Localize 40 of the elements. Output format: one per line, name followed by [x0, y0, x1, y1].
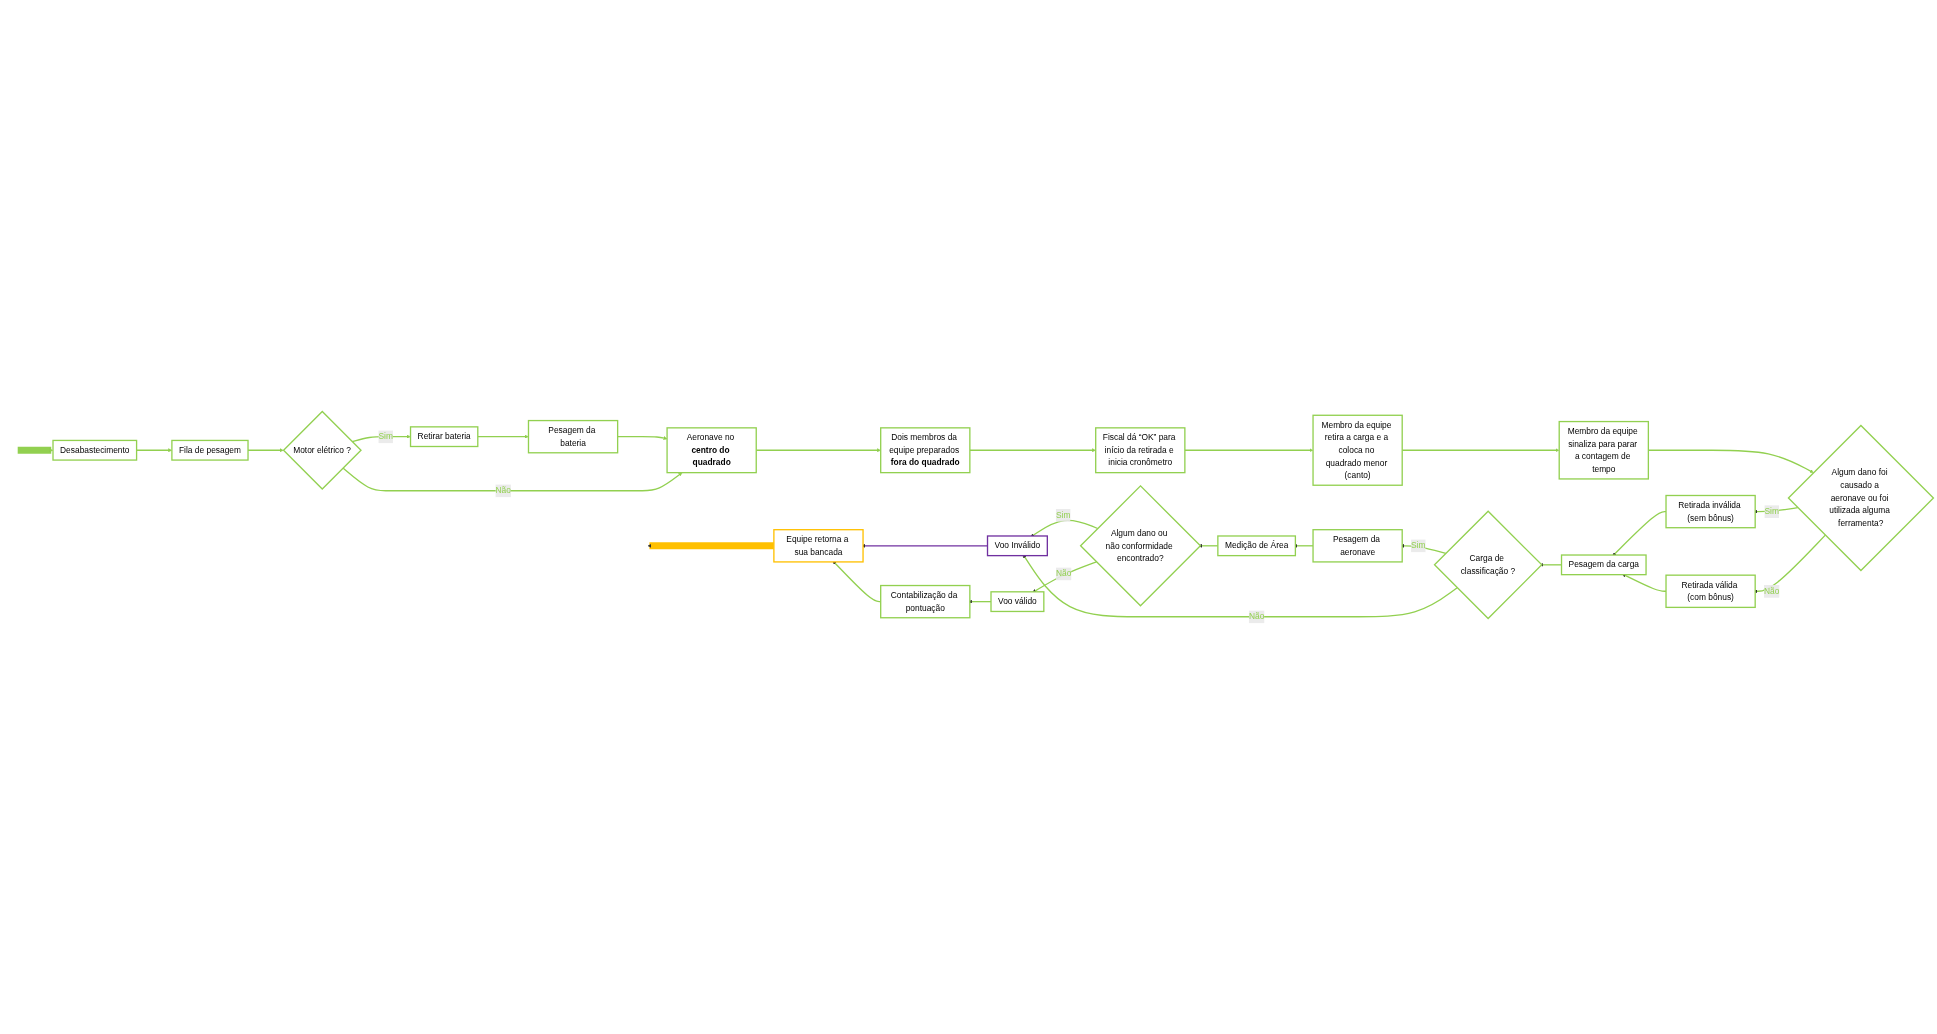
node-box: Pesagem da carga — [1560, 554, 1647, 576]
edge-label: Não — [1764, 586, 1780, 596]
node-box: Contabilização da pontuação — [880, 584, 971, 619]
arrow — [1032, 560, 1098, 593]
edge-label: Não — [1055, 568, 1072, 578]
edge-label: Não — [495, 485, 511, 495]
node-box: Retirada inválida (sem bônus) — [1665, 494, 1756, 529]
arrow — [1184, 448, 1314, 452]
arrow — [1612, 510, 1667, 556]
node-box: Desabastecimento — [52, 439, 138, 461]
node-box: Medição de Área — [1217, 535, 1297, 556]
node-box: Voo Inválido — [986, 535, 1048, 556]
edge-label: Sim — [1764, 506, 1779, 516]
arrow — [15, 446, 54, 454]
node-box: Retirada válida (com bônus) — [1665, 574, 1756, 608]
edge-label: Não — [1248, 611, 1265, 621]
node-box: Fila de pesagem — [171, 439, 249, 461]
node-box: Equipe retorna a sua bancada — [773, 528, 864, 563]
arrow — [969, 448, 1096, 452]
node-box: Fiscal dá “OK” para início da retirada e inicia cronômetro — [1095, 426, 1186, 473]
arrow — [342, 467, 683, 492]
edge-label: Sim — [378, 431, 393, 441]
node-box: Voo válido — [990, 590, 1045, 612]
arrow — [477, 434, 529, 439]
edge-label: Sim — [1411, 540, 1426, 550]
node-box: Aeronave no centro do quadrado — [666, 426, 757, 473]
arrow — [617, 435, 668, 440]
node-box: Pesagem da aeronave — [1312, 528, 1403, 563]
node-box: Retirar bateria — [409, 425, 479, 447]
node-box: Dois membros da equipe preparados fora do quadrado — [880, 426, 971, 473]
node-diamond: Motor elétrico ? — [282, 410, 362, 490]
node-diamond: Algum dano ou não conformidade encontrado? — [1079, 484, 1202, 607]
arrow — [647, 542, 776, 550]
node-diamond: Algum dano foi causado a aeronave ou foi utilizada alguma ferramenta? — [1787, 424, 1935, 572]
edge-label: Sim — [1055, 509, 1071, 520]
node-diamond: Carga de classificação ? — [1433, 510, 1543, 620]
node-box: Membro da equipe retira a carga e a coloca no quadrado menor (canto) — [1312, 414, 1403, 486]
node-box: Pesagem da bateria — [527, 419, 619, 454]
arrow — [1622, 573, 1667, 592]
node-box: Membro da equipe sinaliza para parar a contagem de tempo — [1558, 420, 1649, 480]
